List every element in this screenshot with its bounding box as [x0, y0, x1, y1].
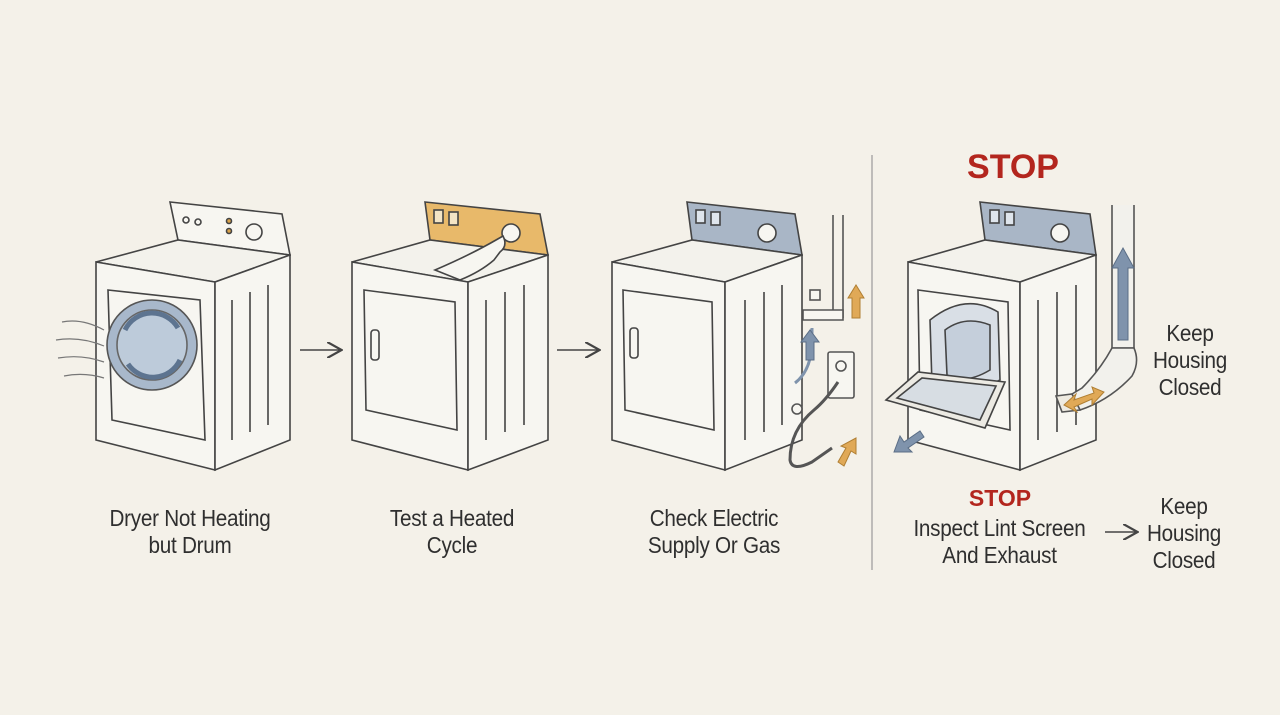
keep-bottom-line3: Closed	[1152, 547, 1216, 573]
dryer-4-lint-screen	[884, 201, 1097, 472]
dryer-1-drum-spinning	[95, 201, 291, 472]
stop-heading: STOP	[967, 148, 1059, 186]
gas-pipe-and-outlet	[788, 215, 855, 468]
step-3-line2: Supply Or Gas	[647, 532, 781, 558]
step-1-label: Dryer Not Heating but Drum	[100, 505, 280, 559]
airflow-arrows	[893, 246, 1135, 453]
keep-top-line2: Housing	[1152, 347, 1228, 373]
keep-bottom-line1: Keep	[1160, 493, 1208, 519]
stop-label: STOP	[968, 485, 1032, 511]
step-1-line1: Dryer Not Heating	[109, 505, 271, 531]
keep-bottom-line2: Housing	[1146, 520, 1222, 546]
dryer-3-supply-check	[611, 201, 803, 472]
motion-lines	[55, 320, 105, 379]
step-4-line2: And Exhaust	[942, 542, 1057, 568]
keep-housing-closed-top: Keep Housing Closed	[1145, 320, 1235, 401]
step-2-label: Test a Heated Cycle	[362, 505, 542, 559]
dryer-2-heated-cycle	[351, 201, 549, 472]
step-4-line1: Inspect Lint Screen	[913, 515, 1086, 541]
step-4-label: Inspect Lint Screen And Exhaust	[903, 515, 1097, 569]
keep-top-line3: Closed	[1158, 374, 1222, 400]
flow-arrows-blue	[800, 329, 820, 361]
keep-top-line1: Keep	[1166, 320, 1214, 346]
step-3-line1: Check Electric	[649, 505, 779, 531]
step-2-line2: Cycle	[426, 532, 478, 558]
step-3-label: Check Electric Supply Or Gas	[624, 505, 804, 559]
flow-arrows-orange	[837, 284, 865, 467]
step-1-line2: but Drum	[148, 532, 232, 558]
keep-housing-closed-bottom: Keep Housing Closed	[1139, 493, 1229, 574]
step-2-line1: Test a Heated	[389, 505, 515, 531]
